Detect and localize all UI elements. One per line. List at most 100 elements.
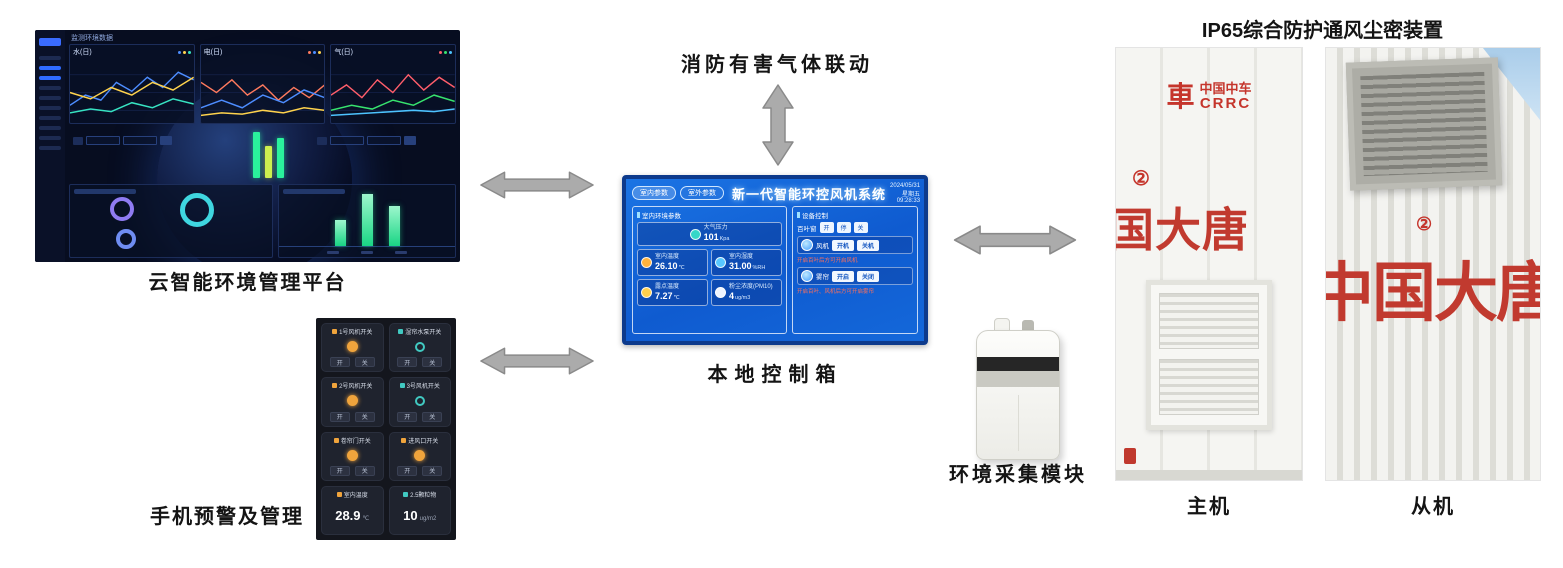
fan-off-button[interactable]: 关机 (857, 239, 880, 251)
louver-stop-button[interactable]: 停 (836, 222, 851, 233)
sidebar-item[interactable] (39, 76, 61, 80)
donut-charts-panel (69, 184, 274, 258)
panel-header-bar (74, 189, 136, 194)
off-button[interactable]: 关 (354, 411, 375, 422)
cloud-platform-label: 云智能环境管理平台 (148, 272, 347, 294)
off-button[interactable]: 关 (354, 357, 375, 368)
on-button[interactable]: 开 (397, 357, 418, 368)
fan-icon (399, 383, 405, 389)
cloud-dashboard-screenshot: 监测环境数据 水(日) (35, 30, 460, 262)
sidebar-item[interactable] (39, 66, 61, 70)
legend-dot (444, 50, 448, 54)
mobile-app-screenshot: 1号风机开关 开 关 湿帘水泵开关 开 关 2号风机开关 开 关 3号风机开关 (316, 318, 456, 540)
metric-label: 露点温度 (655, 283, 680, 290)
slave-label: 从机 (1411, 496, 1455, 518)
sidebar-item[interactable] (39, 86, 61, 90)
donut-chart (110, 197, 134, 221)
status-dot (414, 449, 426, 461)
tile-title: 进风口开关 (408, 438, 439, 445)
legend (439, 50, 453, 54)
sensor-band (977, 371, 1059, 387)
indoor-params-button[interactable]: 室内参数 (632, 186, 676, 200)
query-button[interactable] (404, 136, 416, 145)
metric-label: 大气压力 (703, 225, 728, 231)
date-input[interactable] (123, 136, 157, 145)
crrc-logo: 車 中国中车 CRRC (1116, 82, 1302, 111)
sidebar-item[interactable] (39, 126, 61, 130)
off-button[interactable]: 关 (422, 357, 443, 368)
on-button[interactable]: 开 (329, 465, 350, 476)
on-button[interactable]: 开 (329, 357, 350, 368)
dashboard-title: 监测环境数据 (71, 35, 113, 42)
metric-value: 101 (703, 232, 719, 243)
temperature-icon (641, 257, 652, 268)
on-button[interactable]: 开 (397, 411, 418, 422)
dust-tile: 粉尘浓度(PM10) 4ug/m3 (711, 279, 782, 306)
metric-label: 室内温度 (655, 253, 680, 260)
local-control-screen: 室内参数 室外参数 新一代智能环控风机系统 2024/05/31 星期五 09:… (622, 175, 928, 345)
sensor-band (977, 357, 1059, 371)
off-button[interactable]: 关 (422, 465, 443, 476)
switch-tile: 湿帘水泵开关 开 关 (388, 323, 451, 373)
control-panel-title: 设备控制 (797, 210, 913, 220)
sidebar-item[interactable] (39, 136, 61, 140)
sidebar-item[interactable] (39, 116, 61, 120)
fan-on-button[interactable]: 开机 (832, 239, 855, 251)
tile-title: 3号风机开关 (406, 384, 440, 391)
vent-icon (401, 437, 407, 443)
date-input[interactable] (367, 136, 401, 145)
switch-tile: 3号风机开关 开 关 (388, 377, 451, 427)
pressure-icon (689, 228, 701, 240)
fire-linkage-label: 消防有害气体联动 (681, 54, 873, 76)
date-input[interactable] (86, 136, 120, 145)
metric-value: 7.27 (655, 290, 673, 301)
sidebar-item[interactable] (39, 96, 61, 100)
status-dot (346, 395, 358, 407)
door-icon (333, 437, 339, 443)
dewpoint-tile: 露点温度 7.27℃ (637, 279, 708, 306)
date-range-filter (317, 136, 416, 145)
electric-chart-panel: 电(日) (199, 44, 326, 124)
outdoor-params-button[interactable]: 室外参数 (680, 186, 724, 200)
date-label (317, 136, 327, 145)
off-button[interactable]: 关 (422, 411, 443, 422)
humidity-icon (715, 257, 726, 268)
louver-open-button[interactable]: 开 (819, 222, 834, 233)
louver-close-button[interactable]: 关 (853, 222, 868, 233)
value-tile: 室内温度 28.9 ℃ (321, 485, 384, 535)
line-chart (70, 71, 194, 114)
panel-title: 气(日) (334, 49, 354, 56)
sidebar-item[interactable] (39, 56, 61, 60)
on-button[interactable]: 开 (397, 465, 418, 476)
crrc-logo-icon: 車 (1166, 80, 1195, 112)
legend (308, 50, 322, 54)
env-module-label: 环境采集模块 (949, 464, 1087, 486)
center-bar-chart (253, 130, 284, 178)
legend-dot (177, 50, 181, 54)
mist-on-button[interactable]: 开启 (832, 270, 855, 282)
vent-grille (1360, 71, 1488, 177)
date-label (73, 136, 83, 145)
dashboard-top-panels: 水(日) (69, 44, 457, 124)
sidebar-item[interactable] (39, 106, 61, 110)
off-button[interactable]: 关 (354, 465, 375, 476)
legend-dot (187, 50, 191, 54)
donut-chart (180, 193, 214, 227)
on-button[interactable]: 开 (329, 411, 350, 422)
local-box-label: 本地控制箱 (707, 364, 843, 386)
metric-unit: ℃ (678, 264, 685, 271)
mist-off-button[interactable]: 关闭 (857, 270, 880, 282)
vent-grille (1159, 293, 1259, 349)
tile-title: 室内温度 (343, 492, 368, 499)
legend-dot (182, 50, 186, 54)
switch-tile: 卷帘门开关 开 关 (321, 431, 384, 481)
metric-label: 室内湿度 (729, 253, 754, 260)
metric-unit: %RH (752, 264, 766, 271)
date-range-filter (73, 136, 172, 145)
sidebar-item[interactable] (39, 146, 61, 150)
control-screen-title: 新一代智能环控风机系统 (732, 186, 887, 202)
circled-two-mark: ② (1416, 214, 1433, 234)
query-button[interactable] (160, 136, 172, 145)
date-input[interactable] (330, 136, 364, 145)
